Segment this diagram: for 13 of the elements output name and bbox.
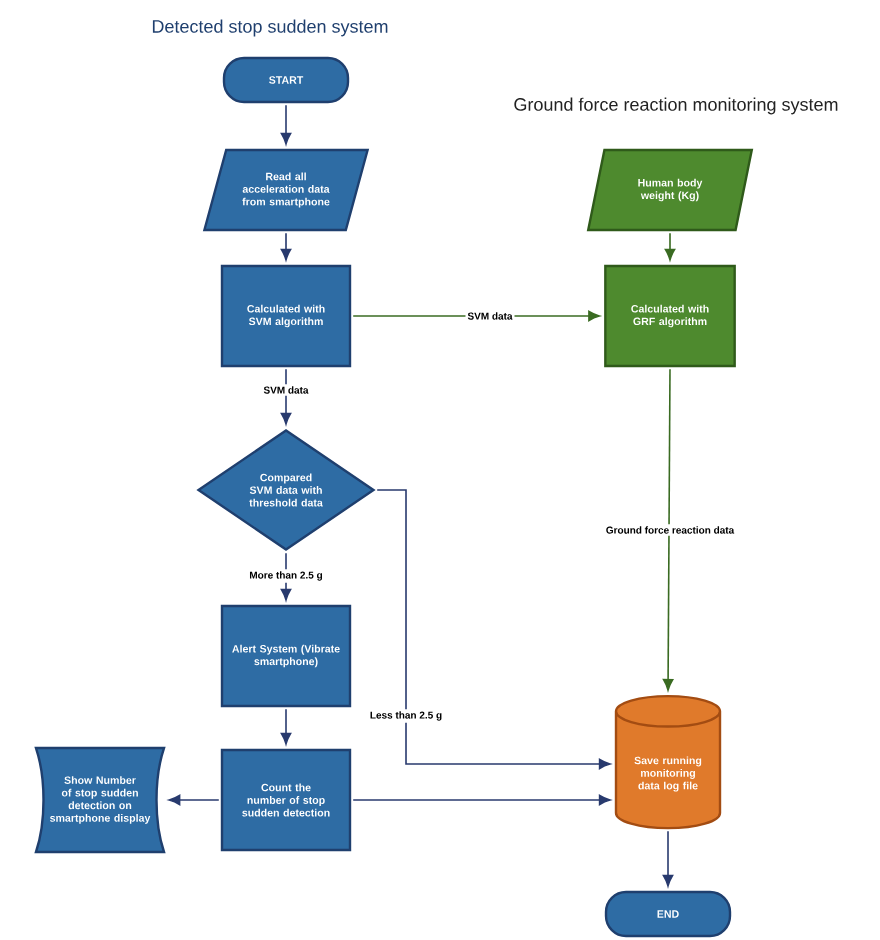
arrow: [280, 708, 292, 745]
arrow: [662, 368, 674, 691]
arrow: [280, 104, 292, 145]
arrow: [280, 368, 292, 425]
arrow: [168, 794, 220, 806]
arrow: [352, 794, 611, 806]
arrow: [280, 232, 292, 261]
arrow: [376, 489, 611, 770]
heading: Ground force reaction monitoring system: [514, 97, 838, 115]
arrow: [662, 830, 674, 887]
arrow: [280, 552, 292, 601]
arrow: [664, 232, 676, 261]
heading: Detected stop sudden system: [152, 19, 388, 37]
